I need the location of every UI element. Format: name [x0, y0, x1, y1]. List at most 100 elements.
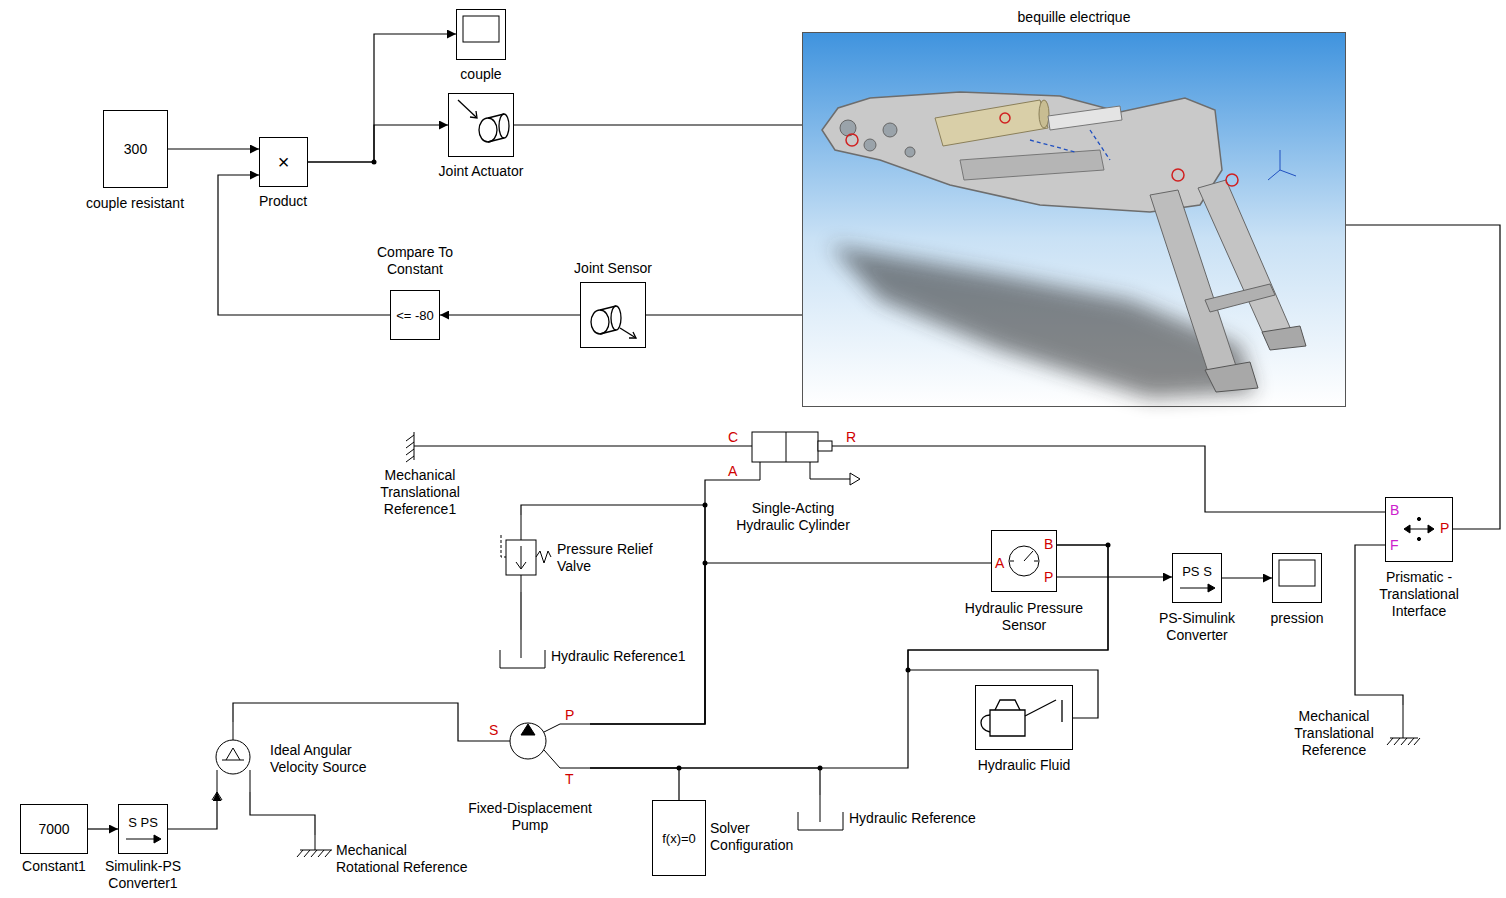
scope-icon [463, 16, 1315, 586]
converter-block: S PSSimulink-PS Converter1 [118, 804, 168, 854]
joint-icons [488, 114, 504, 142]
hydraulic-reference-block: Hydraulic Reference1 [497, 630, 545, 670]
converter-arrow [126, 584, 1215, 843]
joint-icons [458, 100, 636, 338]
pump-symbol [544, 750, 590, 768]
prismatic-symbol [1428, 525, 1434, 533]
block-label: Hydraulic Reference [849, 810, 976, 827]
block-value: PS S [1182, 563, 1212, 580]
mechanical-reference-symbol [300, 835, 332, 850]
crutch-illustration [960, 150, 1104, 180]
port-label: T [565, 771, 574, 788]
block-label: couple resistant [86, 195, 184, 212]
physical-connection [590, 480, 722, 724]
crutch-illustration [864, 139, 876, 151]
pump-symbol [485, 741, 510, 742]
crutch-illustration [1000, 113, 1010, 123]
block-value: × [278, 154, 290, 171]
joint-icons [611, 306, 621, 330]
hydraulic-cylinder-symbol [786, 432, 787, 462]
converter-arrow [126, 839, 156, 840]
crutch-illustration [1048, 106, 1122, 130]
crutch-illustration [1262, 326, 1306, 350]
pressure-gauge-symbol [1009, 546, 1039, 576]
block-value: 7000 [38, 821, 69, 838]
joint-icons [458, 100, 476, 117]
physical-connection [520, 592, 521, 630]
joint-icons [470, 111, 477, 118]
crutch-illustration [1030, 130, 1110, 160]
physical-connection [646, 314, 802, 315]
prismatic-symbol [1417, 537, 1420, 540]
signal-line [440, 314, 580, 315]
pump-symbol [510, 723, 546, 759]
scope-icon [463, 16, 499, 42]
crutch-illustration [1226, 174, 1238, 186]
joint-icons [479, 118, 497, 142]
oil-can-symbol [981, 700, 1062, 736]
compare-block: <= -80Compare To Constant [390, 290, 440, 340]
pump-symbol [521, 724, 535, 735]
signal-line [88, 828, 118, 829]
joint-icons [629, 332, 636, 338]
block-label: pression [1271, 610, 1324, 627]
relief-valve-symbol [501, 535, 506, 557]
fluid-block: Hydraulic Fluid [975, 685, 1073, 750]
crutch-illustration [905, 147, 915, 157]
relief-valve-symbol [501, 515, 551, 592]
hydraulic-cylinder-block: CARSingle-Acting Hydraulic Cylinder [722, 430, 868, 488]
velocity-source-block: Ideal Angular Velocity Source [205, 722, 260, 792]
mechanical-reference-symbol [297, 850, 331, 857]
physical-connection [590, 768, 679, 800]
pressure-gauge-symbol [1010, 551, 1038, 561]
velocity-source-symbol [212, 722, 250, 800]
block-value: S PS [128, 814, 158, 831]
block-label: Prismatic - Translational Interface [1369, 569, 1469, 620]
solver-block: f(x)=0Solver Configuration [652, 800, 706, 876]
oil-can-symbol [995, 700, 1020, 710]
joint-sensor-block: Joint Sensor [580, 282, 646, 348]
block-label: Hydraulic Fluid [978, 757, 1071, 774]
oil-can-symbol [1061, 700, 1062, 722]
joint-icons [600, 306, 616, 334]
block-label: Fixed-Displacement Pump [454, 800, 606, 834]
converter-arrow [154, 835, 161, 843]
physical-connection [590, 768, 820, 795]
port-label: B [1044, 536, 1053, 553]
interface-block: BFPPrismatic - Translational Interface [1385, 497, 1453, 562]
oil-can-symbol [1025, 700, 1056, 716]
joint-actuator-block: Joint Actuator [448, 93, 514, 157]
converter-arrow [1180, 588, 1210, 589]
crutch-illustration [1198, 180, 1292, 340]
relief-valve-symbol [506, 540, 536, 575]
physical-connection [430, 445, 722, 446]
physical-connection [250, 792, 315, 835]
signal-line [1222, 577, 1272, 578]
crutch-illustration [802, 32, 1346, 407]
converter-arrow [1208, 584, 1215, 592]
pressure-gauge-symbol [1009, 546, 1039, 576]
prismatic-symbol [1404, 517, 1434, 540]
block-label: Hydraulic Reference1 [551, 648, 686, 665]
block-label: PS-Simulink Converter [1151, 610, 1243, 644]
crutch-illustration [1205, 284, 1275, 312]
signal-line [1057, 576, 1172, 577]
tank-symbol [500, 630, 545, 668]
pump-symbol [485, 723, 590, 768]
constant-block: 7000Constant1 [20, 804, 88, 854]
velocity-source-symbol [216, 740, 250, 774]
physical-connection [233, 703, 485, 741]
rotational-reference-block: Mechanical Rotational Reference [298, 835, 332, 865]
tank-symbol [798, 795, 843, 830]
joint-icons [591, 310, 609, 334]
pump-block: SPTFixed-Displacement Pump [485, 712, 590, 774]
mechanical-reference-symbol [1387, 738, 1420, 745]
port-label: A [728, 463, 737, 480]
relief-valve-block: Pressure Relief Valve [497, 515, 545, 592]
port-label: C [728, 429, 738, 446]
signal-line [168, 792, 217, 829]
hydraulic-cylinder-symbol [850, 473, 860, 485]
signal-line [308, 34, 456, 162]
